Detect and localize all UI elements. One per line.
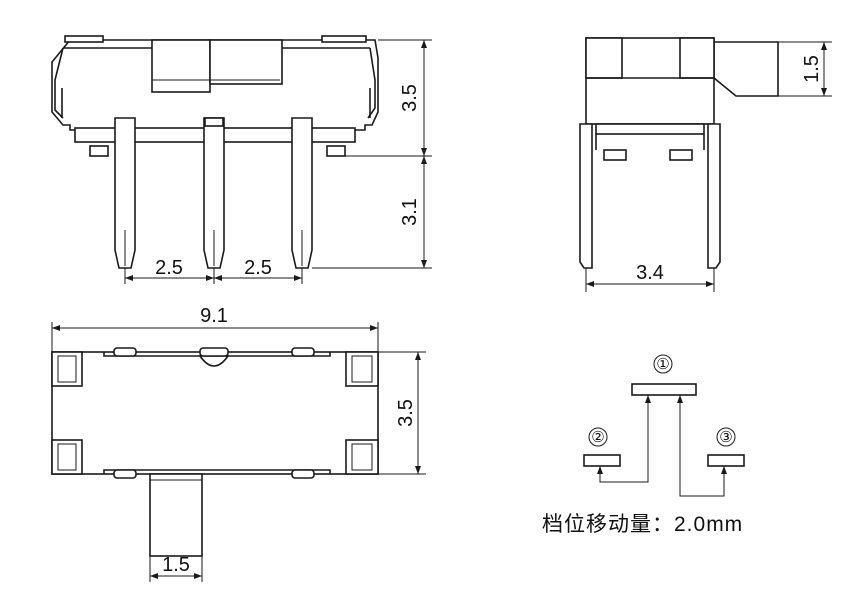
pin-length-label: 3.1 <box>399 198 421 226</box>
front-pins <box>114 117 313 269</box>
actuator-width-label: 1.5 <box>162 554 190 576</box>
terminal-1-label: ① <box>656 356 669 373</box>
terminal-3-label: ③ <box>719 429 732 446</box>
body-length-label: 9.1 <box>200 305 228 327</box>
pitch-right-label: 2.5 <box>244 257 272 279</box>
travel-note: 档位移动量：2.0mm <box>542 513 743 536</box>
body-width-label: 3.5 <box>395 399 417 427</box>
actuator-height-label: 1.5 <box>801 55 823 83</box>
switch-schematic: ① ② ③ <box>583 354 745 497</box>
pin-span-label: 3.4 <box>636 262 664 284</box>
top-view: 9.1 3.5 1.5 <box>51 305 426 582</box>
pitch-left-label: 2.5 <box>155 257 183 279</box>
front-view: 2.5 2.5 3.5 3.1 <box>51 35 432 284</box>
side-view: 1.5 3.4 <box>579 37 832 292</box>
terminal-2-label: ② <box>591 429 604 446</box>
body-height-label: 3.5 <box>399 84 421 112</box>
